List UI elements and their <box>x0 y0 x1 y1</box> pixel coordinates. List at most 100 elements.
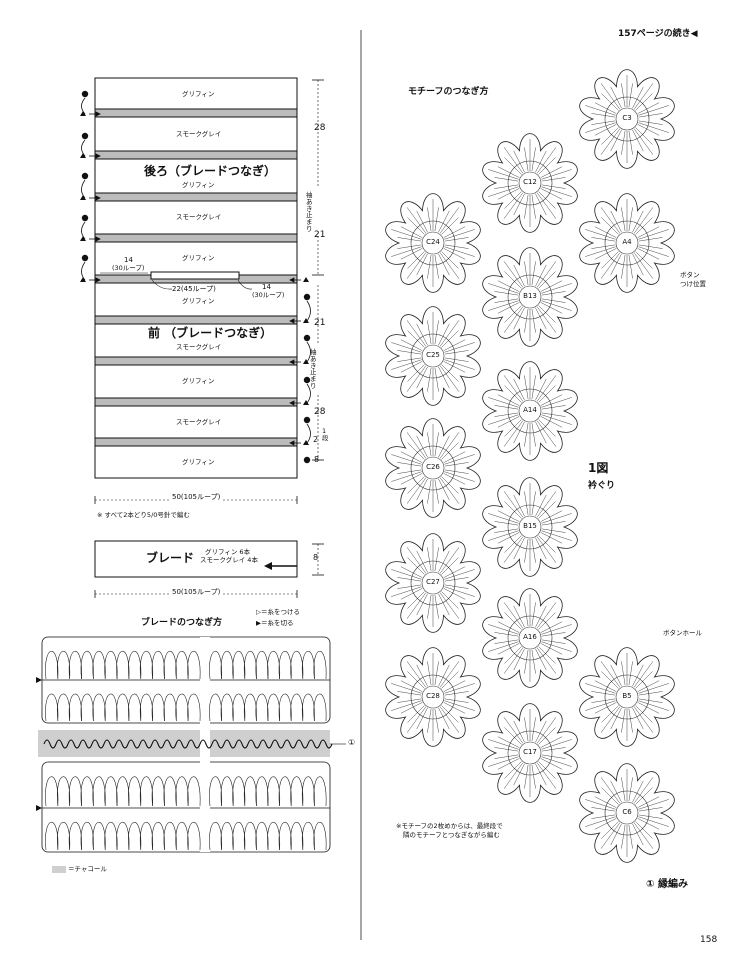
braid-loop <box>80 650 94 680</box>
motif-stitch <box>391 683 422 694</box>
motif-stitch <box>638 113 663 118</box>
motif-stitch <box>638 244 663 249</box>
braid-loop <box>232 821 246 851</box>
motif-stitch <box>536 306 557 333</box>
motif-stitch <box>535 605 547 628</box>
motif-stitch <box>494 298 519 303</box>
motif-stitch <box>541 169 572 180</box>
motif-ring <box>507 730 553 776</box>
motif-stitch <box>391 342 422 353</box>
braid-loop <box>139 776 153 807</box>
motif-stitch <box>635 671 653 689</box>
motif-stitch <box>513 378 525 401</box>
motif-stitch <box>638 683 669 694</box>
motif-stitch <box>488 397 519 408</box>
motif-stitch <box>601 251 619 269</box>
motif-stitch <box>637 102 660 114</box>
motif-stitch <box>407 330 425 348</box>
flower-motif <box>482 133 578 233</box>
motif-stitch <box>524 764 529 789</box>
motif-stitch <box>438 707 450 730</box>
motif-stitch <box>434 547 439 572</box>
motif-stitch <box>444 584 469 589</box>
braid-width-label: 50(105ループ) <box>170 588 223 596</box>
legend-attach: ▷＝糸をつける <box>256 608 300 616</box>
stripe-label: スモークグレイ <box>176 418 222 426</box>
braid-loop <box>220 650 234 680</box>
motif-stitch <box>397 237 422 242</box>
motif-stitch <box>434 594 439 619</box>
motif-outline <box>579 763 675 863</box>
motif-stitch <box>438 550 450 573</box>
motif-stitch <box>494 632 519 637</box>
motif-stitch <box>406 547 427 574</box>
motif-stitch <box>497 758 520 770</box>
motif-stitch <box>531 491 536 516</box>
motif-stitch <box>621 207 626 232</box>
motif-ring <box>518 741 542 765</box>
braid-loop <box>163 776 177 807</box>
flower-motif <box>579 763 675 863</box>
motif-label: C25 <box>424 352 442 359</box>
motif-stitch <box>504 385 522 403</box>
motif-stitch <box>407 364 425 382</box>
braid-join-chain <box>127 739 141 749</box>
motif-stitch <box>397 584 422 589</box>
motif-stitch <box>633 83 654 110</box>
motif-stitch <box>538 761 556 779</box>
sleeve-opening-label-front: 袖あき止まり <box>310 348 317 391</box>
braid-loop <box>45 650 59 680</box>
motif-stitch <box>427 254 432 279</box>
motif-stitch <box>538 612 556 630</box>
motif-stitch <box>427 432 432 457</box>
motif-label: C12 <box>521 179 539 186</box>
braid-join-chain <box>199 739 213 749</box>
braid-join-chain <box>319 739 333 749</box>
motif-stitch <box>513 605 525 628</box>
motif-stitch <box>427 320 432 345</box>
motif-label: C26 <box>424 464 442 471</box>
motif-stitch <box>438 253 450 276</box>
motif-stitch <box>535 537 547 560</box>
braid-join-chain <box>151 739 165 749</box>
braid-loop <box>278 776 292 807</box>
motif-stitch <box>540 166 563 178</box>
motif-stitch <box>600 207 621 234</box>
motif-stitch <box>438 664 450 687</box>
motif-stitch <box>400 566 423 578</box>
motif-stitch <box>637 124 660 136</box>
braid-join-chain <box>259 739 273 749</box>
motif-ring <box>604 674 650 720</box>
motif-note-1: ※モチーフの2枚めからは、最終段で <box>396 822 503 830</box>
motif-stitch <box>540 758 563 770</box>
braid-loop <box>92 821 106 851</box>
stripe-label: グリフィン <box>182 297 215 305</box>
motif-stitch <box>434 708 439 733</box>
motif-stitch <box>535 307 547 330</box>
motif-stitch <box>541 754 566 759</box>
motif-label: C27 <box>424 579 442 586</box>
motif-stitch <box>427 547 432 572</box>
flower-motif <box>579 647 675 747</box>
legend-charcoal: ＝チャコール <box>68 865 107 873</box>
motif-stitch <box>638 120 663 125</box>
braid-loop <box>290 821 304 851</box>
braid-loops <box>43 650 333 851</box>
motif-stitch <box>610 664 622 687</box>
motif-stitch <box>513 421 525 444</box>
motif-stitch <box>488 530 519 541</box>
motif-outline <box>579 69 675 169</box>
motif-stitch <box>444 244 469 249</box>
motif-stitch <box>538 419 556 437</box>
motif-stitch <box>497 188 520 200</box>
motif-stitch <box>439 252 460 279</box>
motif-stitch <box>441 591 459 609</box>
motif-stitch <box>438 435 450 458</box>
motif-stitch <box>397 357 422 362</box>
braid-loop <box>104 776 118 807</box>
motif-stitch <box>591 698 616 703</box>
motif-stitch <box>427 367 432 392</box>
motif-stitch <box>601 127 619 145</box>
motif-stitch <box>621 661 626 686</box>
braid-loop <box>151 650 165 680</box>
